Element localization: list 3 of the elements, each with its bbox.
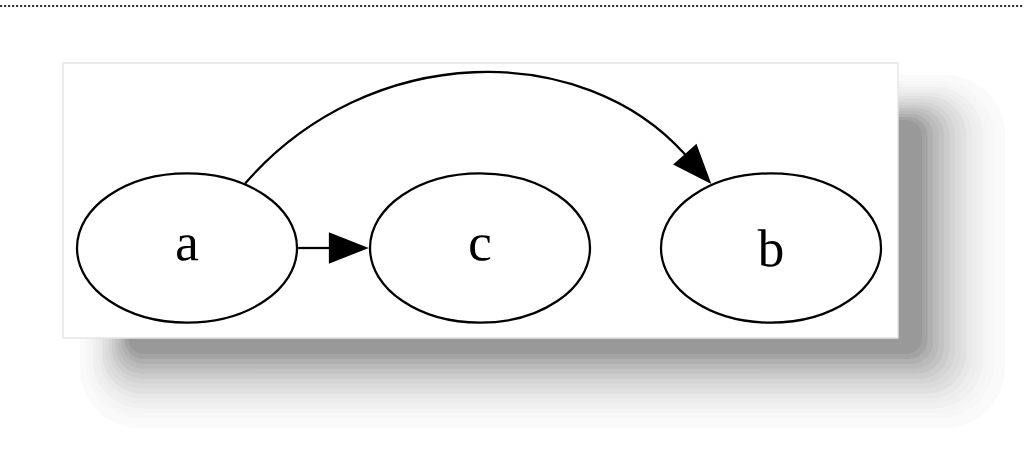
ellipse-node: a: [75, 172, 299, 324]
ellipse-node: b: [659, 172, 883, 324]
ellipse-node: c: [368, 172, 592, 324]
